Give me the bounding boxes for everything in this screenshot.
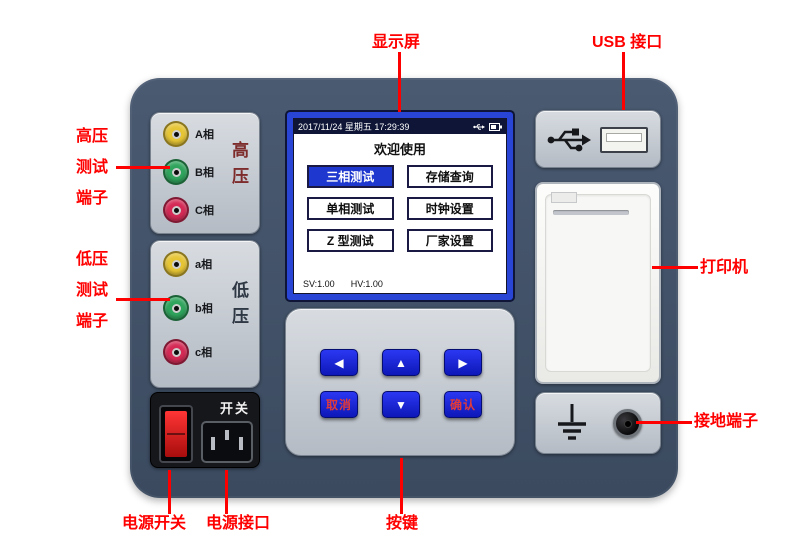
callout-ground-line (636, 421, 692, 424)
status-icons (473, 122, 502, 131)
jack-hole (171, 259, 181, 269)
callout-lv-label-line2: 测试 (76, 282, 109, 300)
lv-jack-b-label: b相 (195, 303, 213, 315)
callout-hv-line (116, 166, 170, 169)
menu-single-phase-test[interactable]: 单相测试 (307, 197, 394, 220)
jack-hole (171, 347, 181, 357)
hv-jack-c[interactable] (163, 197, 189, 223)
callout-lv-label-line3: 端子 (76, 313, 109, 331)
lcd-footer: SV:1.00 HV:1.00 (294, 279, 506, 293)
lv-jack-b[interactable] (163, 295, 189, 321)
key-down-arrow[interactable]: ▼ (382, 391, 420, 418)
callout-usb-label: USB 接口 (592, 34, 663, 51)
jack-hole (171, 303, 181, 313)
key-left-arrow[interactable]: ◀ (320, 349, 358, 376)
callout-hv-label-line3: 端子 (76, 190, 109, 208)
status-datetime: 2017/11/24 星期五 17:29:39 (298, 122, 410, 132)
lv-jack-a[interactable] (163, 251, 189, 277)
usb-port-tongue (606, 133, 642, 142)
lv-jack-row-a: a相 (163, 251, 212, 277)
hv-jack-a[interactable] (163, 121, 189, 147)
menu-z-type-test[interactable]: Z 型测试 (307, 229, 394, 252)
ground-terminal-hole (623, 419, 632, 428)
status-usb-icon (473, 123, 485, 130)
key-confirm[interactable]: 确认 (444, 391, 482, 418)
key-up-arrow[interactable]: ▲ (382, 349, 420, 376)
jack-hole (171, 167, 181, 177)
callout-printer-line (652, 266, 698, 269)
callout-hv-label-line2: 测试 (76, 159, 109, 177)
status-battery-icon (489, 122, 502, 131)
lcd-display: 2017/11/24 星期五 17:29:39 (285, 110, 515, 302)
lcd-status-bar: 2017/11/24 星期五 17:29:39 (294, 119, 506, 134)
hv-jack-row-b: B相 (163, 159, 214, 185)
lcd-menu: 三相测试 存储查询 单相测试 时钟设置 Z 型测试 厂家设置 (294, 158, 506, 252)
menu-factory-setting[interactable]: 厂家设置 (406, 229, 493, 252)
callout-display-label: 显示屏 (372, 34, 421, 51)
callout-hv-label: 高压 测试 端子 (76, 127, 108, 221)
callout-usb-line (622, 52, 625, 110)
callout-ground-label: 接地端子 (694, 413, 759, 430)
power-rocker-switch[interactable] (159, 405, 193, 463)
inlet-pin (239, 437, 243, 450)
key-cancel[interactable]: 取消 (320, 391, 358, 418)
jack-hole (171, 205, 181, 215)
usb-icon (547, 128, 591, 152)
callout-power-switch-line (168, 470, 171, 514)
hv-jack-c-label: C相 (195, 205, 214, 217)
usb-port[interactable] (600, 127, 648, 153)
hv-jack-a-label: A相 (195, 129, 214, 141)
callout-power-switch-label: 电源开关 (122, 515, 187, 532)
rocker-button[interactable] (165, 411, 187, 457)
inlet-pin (211, 437, 215, 450)
keypad-panel: ◀ ▲ ▶ 取消 ▼ 确认 (285, 308, 515, 456)
lv-terminal-panel: a相 b相 c相 低压 (150, 240, 260, 388)
callout-power-inlet-line (225, 470, 228, 514)
callout-display-line (398, 52, 401, 112)
lv-jack-a-label: a相 (195, 259, 213, 271)
callout-hv-label-line1: 高压 (76, 128, 109, 145)
lv-jack-c-label: c相 (195, 347, 213, 359)
printer-paper-slot (553, 210, 629, 215)
lv-jack-row-b: b相 (163, 295, 213, 321)
lcd-hv-value: HV:1.00 (350, 279, 383, 289)
menu-clock-setting[interactable]: 时钟设置 (406, 197, 493, 220)
callout-lv-label: 低压 测试 端子 (76, 250, 108, 344)
callout-keys-line (400, 458, 403, 514)
lcd-welcome-title: 欢迎使用 (373, 142, 426, 157)
callout-power-inlet-label: 电源接口 (206, 515, 271, 532)
hv-terminal-panel: A相 B相 C相 高压 (150, 112, 260, 234)
callout-lv-label-line1: 低压 (76, 251, 109, 268)
printer-cover (545, 194, 651, 372)
lv-jack-c[interactable] (163, 339, 189, 365)
hv-jack-b-label: B相 (195, 167, 214, 179)
callout-printer-label: 打印机 (700, 259, 749, 276)
usb-panel (535, 110, 661, 168)
hv-jack-row-c: C相 (163, 197, 214, 223)
menu-three-phase-test[interactable]: 三相测试 (307, 165, 394, 188)
hv-jack-b[interactable] (163, 159, 189, 185)
device-body: A相 B相 C相 高压 a相 b相 c相 (130, 78, 678, 498)
hv-side-label: 高压 (229, 141, 248, 193)
menu-storage-query[interactable]: 存储查询 (406, 165, 493, 188)
lcd-sv-value: SV:1.00 (303, 279, 335, 289)
lv-side-label: 低压 (229, 281, 248, 333)
jack-hole (171, 129, 181, 139)
ground-icon (558, 404, 586, 440)
lv-jack-row-c: c相 (163, 339, 212, 365)
power-switch-label: 开关 (219, 401, 250, 416)
printer[interactable] (535, 182, 661, 384)
power-inlet[interactable] (201, 421, 253, 463)
lcd-screen: 2017/11/24 星期五 17:29:39 (293, 118, 507, 294)
inlet-pin (225, 430, 229, 440)
callout-keys-label: 按键 (386, 515, 419, 532)
callout-lv-line (116, 298, 170, 301)
hv-jack-row-a: A相 (163, 121, 214, 147)
key-right-arrow[interactable]: ▶ (444, 349, 482, 376)
power-module: 开关 (150, 392, 260, 468)
printer-latch (551, 192, 577, 203)
